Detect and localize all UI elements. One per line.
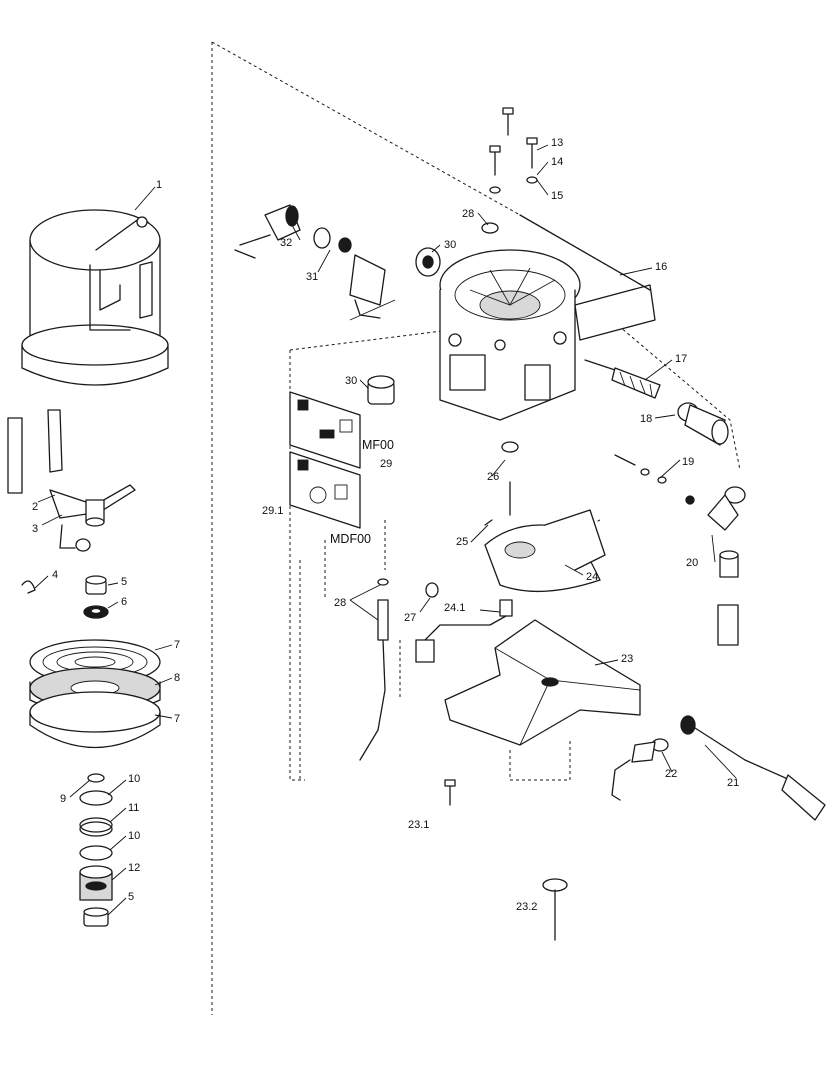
part-3-knife — [49, 484, 136, 552]
label-p27: 27 — [404, 612, 416, 624]
part-23-1-screw — [444, 779, 456, 806]
part-28-cap — [481, 222, 499, 234]
label-p23-1: 23.1 — [408, 819, 429, 831]
part-22-sensor — [611, 738, 669, 801]
part-19-rod-parts — [614, 454, 695, 505]
part-32-switch — [234, 204, 301, 259]
label-p10a: 10 — [128, 773, 140, 785]
part-26-washer — [501, 441, 519, 516]
part-10-circlip-top — [79, 790, 113, 806]
part-14-washer — [526, 176, 538, 184]
part-24-1-connector — [415, 599, 513, 663]
part-11-sleeve — [79, 817, 113, 837]
label-p29: 29 — [380, 458, 392, 470]
label-p23: 23 — [621, 653, 633, 665]
label-p31: 31 — [306, 271, 318, 283]
label-mdf00: MDF00 — [330, 532, 371, 546]
part-15-nut — [489, 186, 501, 194]
label-p14: 14 — [551, 156, 563, 168]
part-30-plug-left — [367, 375, 395, 405]
label-p2: 2 — [32, 501, 38, 513]
part-23-2-foot — [542, 878, 568, 941]
label-p15: 15 — [551, 190, 563, 202]
label-p5b: 5 — [128, 891, 134, 903]
label-p28a: 28 — [462, 208, 474, 220]
label-p17: 17 — [675, 353, 687, 365]
part-5-bushing-top — [85, 575, 107, 595]
label-p26: 26 — [487, 471, 499, 483]
label-p24: 24 — [586, 571, 598, 583]
assembly-boundary-dashed — [211, 41, 741, 1015]
label-p30a: 30 — [444, 239, 456, 251]
part-9-nut — [87, 773, 105, 783]
part-6-seal — [83, 605, 109, 619]
label-p11: 11 — [128, 802, 139, 814]
label-p20: 20 — [686, 557, 698, 569]
part-21-cable — [680, 715, 826, 821]
part-16-housing — [439, 214, 656, 421]
label-p22: 22 — [665, 768, 677, 780]
part-5-bushing-bottom — [83, 907, 109, 927]
part-17-spring-rod — [584, 359, 661, 399]
part-1-canister — [21, 209, 169, 386]
part-24-motor — [484, 509, 606, 593]
part-31-microswitch — [313, 227, 396, 321]
label-p10b: 10 — [128, 830, 140, 842]
part-labels: 1 2 3 4 5 6 7 8 7 9 10 11 10 12 5 13 14 … — [32, 137, 739, 913]
part-23-base-tray — [444, 619, 641, 746]
label-p30b: 30 — [345, 375, 357, 387]
part-25-pin — [484, 519, 493, 526]
label-p3: 3 — [32, 523, 38, 535]
label-p32: 32 — [280, 237, 292, 249]
part-20-tee-fitting — [707, 486, 746, 646]
part-13-screws — [489, 107, 538, 176]
label-p28b: 28 — [334, 597, 346, 609]
label-p1: 1 — [156, 179, 162, 191]
label-p29-1: 29.1 — [262, 505, 283, 517]
label-p19: 19 — [682, 456, 694, 468]
label-p24-1: 24.1 — [444, 602, 465, 614]
label-p6: 6 — [121, 596, 127, 608]
part-7-bottom-disc — [29, 691, 161, 749]
label-p13: 13 — [551, 137, 563, 149]
label-p25: 25 — [456, 536, 468, 548]
label-p16: 16 — [655, 261, 667, 273]
part-27-grommet — [425, 582, 439, 598]
label-p7b: 7 — [174, 713, 180, 725]
part-28-probe — [359, 578, 389, 761]
part-18-valve — [677, 402, 729, 446]
part-2-blades — [7, 409, 63, 494]
label-p23-2: 23.2 — [516, 901, 537, 913]
label-p7a: 7 — [174, 639, 180, 651]
part-4-clip — [21, 580, 36, 594]
label-p18: 18 — [640, 413, 652, 425]
part-29-1-board-mdf00 — [289, 451, 361, 529]
label-mf00: MF00 — [362, 438, 394, 452]
label-p5a: 5 — [121, 576, 127, 588]
part-12-coupling — [79, 865, 113, 901]
leader-lines — [34, 144, 737, 916]
part-30-plug-top — [415, 247, 441, 277]
part-10-circlip-bottom — [79, 845, 113, 861]
part-29-board-mf00 — [289, 391, 361, 469]
label-p12: 12 — [128, 862, 140, 874]
label-p21: 21 — [727, 777, 739, 789]
label-p9: 9 — [60, 793, 66, 805]
label-p8: 8 — [174, 672, 180, 684]
label-p4: 4 — [52, 569, 58, 581]
